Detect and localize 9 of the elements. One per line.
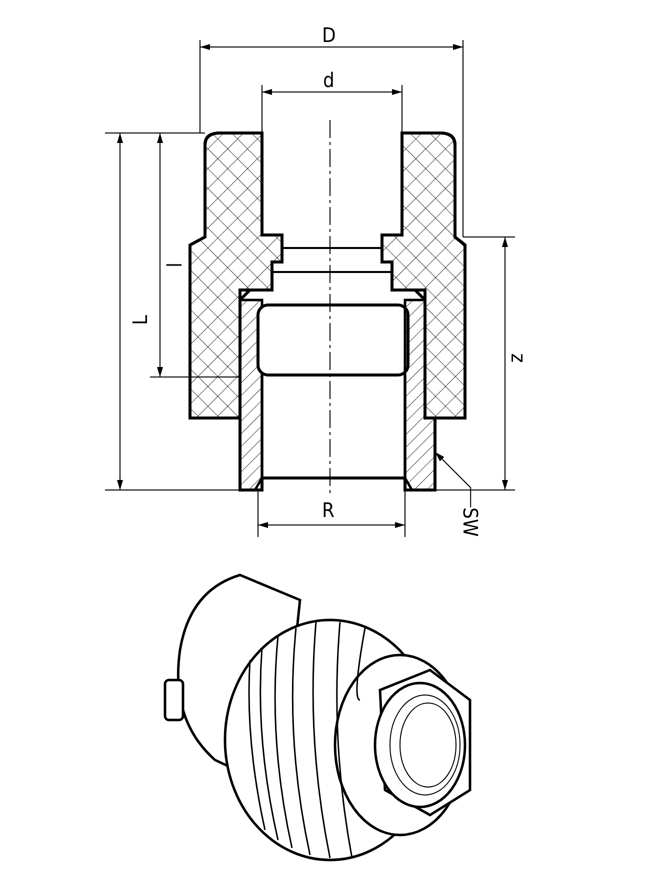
brass-insert-section	[404, 298, 436, 492]
leader-line	[434, 452, 472, 508]
dimension-label: l	[164, 262, 184, 268]
callout-label: SW	[460, 507, 481, 537]
dimension-label: z	[506, 353, 526, 363]
dimension-label: d	[323, 70, 334, 90]
dimension-label: D	[322, 25, 336, 45]
dimension-label: L	[130, 314, 150, 326]
dimension-label: R	[322, 500, 334, 520]
